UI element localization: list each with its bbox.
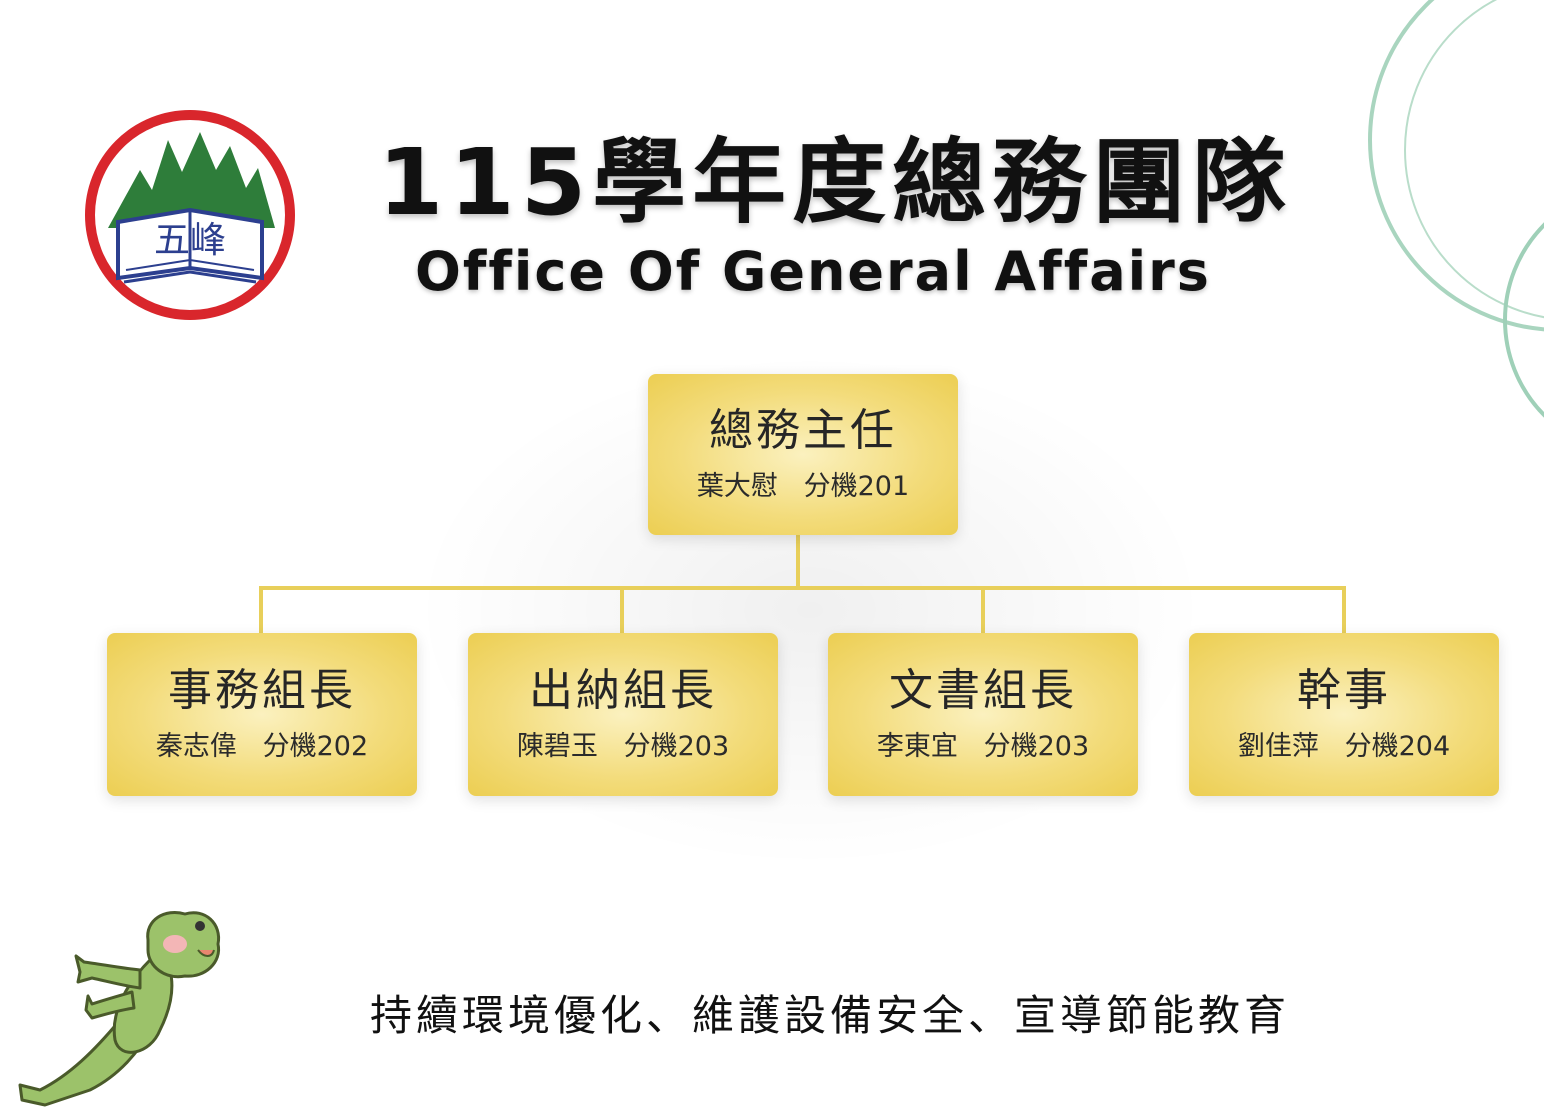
org-member-box: 文書組長 李東宜 分機203 (828, 633, 1138, 796)
member-person-line: 劉佳萍 分機204 (1238, 724, 1450, 763)
head-extension: 分機201 (803, 471, 910, 503)
school-logo: 五峰 (85, 110, 295, 320)
member-extension: 分機204 (1344, 731, 1451, 763)
org-member-box: 事務組長 秦志偉 分機202 (107, 633, 417, 796)
head-role: 總務主任 (709, 404, 897, 456)
org-member-box: 幹事 劉佳萍 分機204 (1189, 633, 1499, 796)
org-member-box: 出納組長 陳碧玉 分機203 (468, 633, 778, 796)
member-person: 秦志偉 (155, 731, 237, 763)
page-subtitle: Office Of General Affairs (415, 240, 1211, 303)
member-extension: 分機203 (623, 731, 730, 763)
member-person: 陳碧玉 (516, 731, 598, 763)
member-person-line: 秦志偉 分機202 (156, 724, 368, 763)
member-role: 幹事 (1297, 664, 1391, 716)
logo-text: 五峰 (154, 220, 226, 261)
member-person-line: 李東宜 分機203 (877, 724, 1089, 763)
frog-mascot-icon (18, 911, 221, 1107)
motto-text: 持續環境優化、維護設備安全、宣導節能教育 (370, 991, 1291, 1040)
member-person: 李東宜 (876, 731, 958, 763)
head-person-line: 葉大慰 分機201 (697, 464, 909, 503)
org-head-box: 總務主任 葉大慰 分機201 (648, 374, 958, 535)
page-title: 115學年度總務團隊 (378, 129, 1292, 236)
member-role: 出納組長 (529, 664, 717, 716)
member-extension: 分機202 (262, 731, 369, 763)
member-role: 事務組長 (168, 664, 356, 716)
member-person-line: 陳碧玉 分機203 (517, 724, 729, 763)
member-extension: 分機203 (983, 731, 1090, 763)
member-role: 文書組長 (889, 664, 1077, 716)
head-person: 葉大慰 (696, 471, 778, 503)
member-person: 劉佳萍 (1237, 731, 1319, 763)
